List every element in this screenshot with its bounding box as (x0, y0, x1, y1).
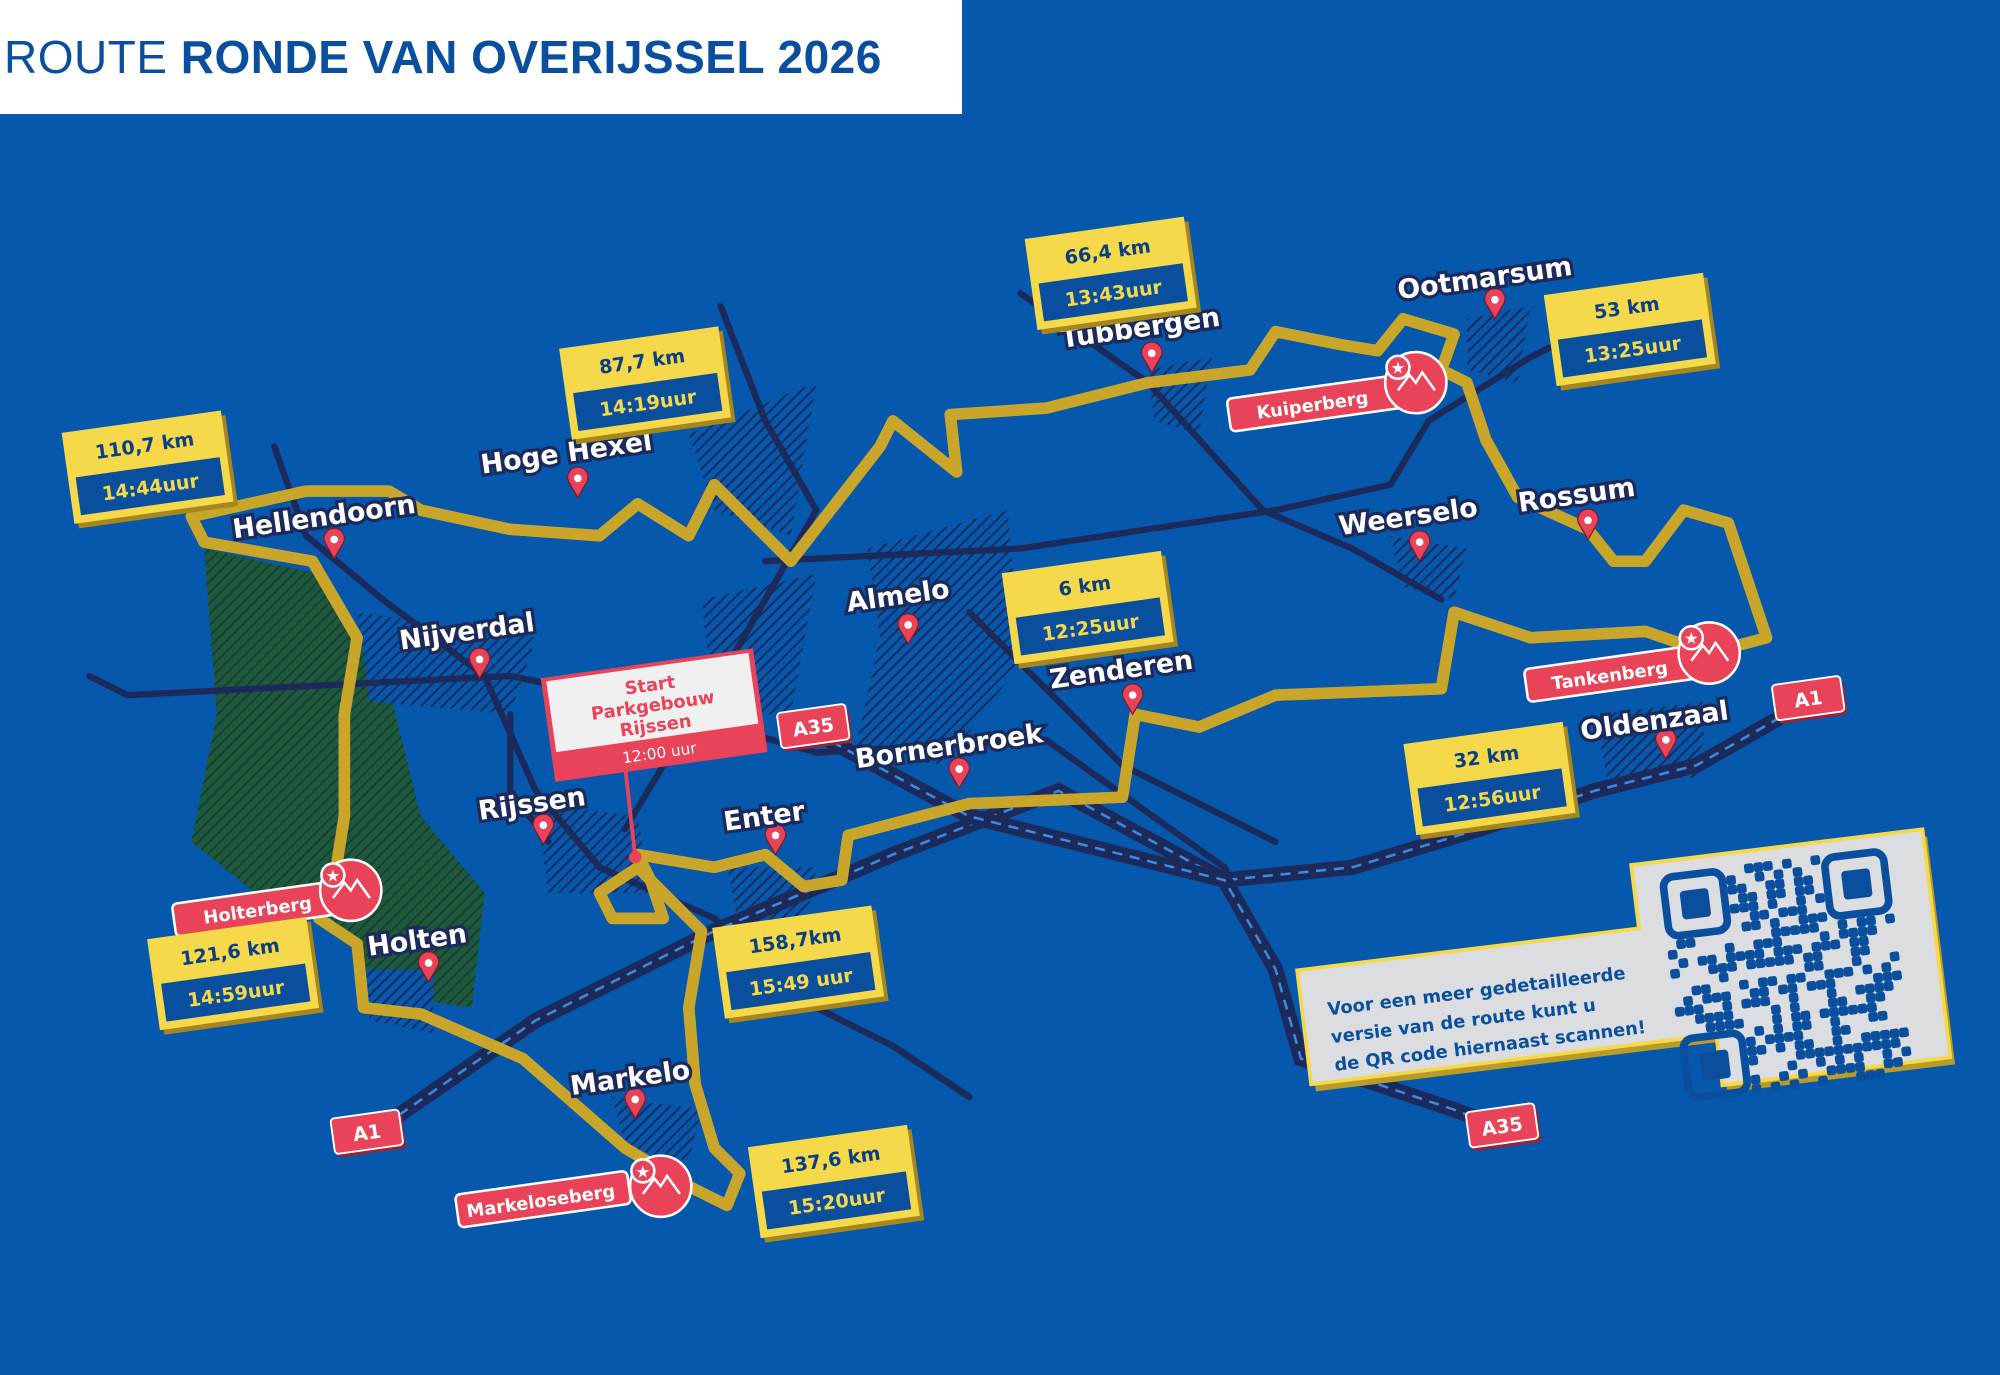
highways (362, 706, 1794, 1143)
star-icon (320, 862, 346, 888)
map-pin-icon (1140, 341, 1163, 374)
place-label-rossum: Rossum (1516, 472, 1637, 519)
map-pin-icon (897, 613, 919, 646)
start-sign: Start Parkgebouw Rijssen 12:00 uur (540, 648, 768, 864)
title-main: RONDE VAN OVERIJSSEL 2026 (180, 31, 882, 83)
svg-text:★: ★ (325, 866, 340, 885)
highway-sign-a1: A1 (1771, 675, 1848, 724)
route-line (185, 313, 1766, 1205)
title-prefix: ROUTE (4, 31, 168, 83)
map-pin-icon (624, 1087, 647, 1120)
map-pin-icon (764, 823, 787, 856)
climb-holterberg: Holterberg★ (171, 858, 383, 938)
map-pin-icon (1121, 683, 1144, 716)
highway-sign-a35: A35 (776, 703, 853, 752)
svg-text:★: ★ (1684, 629, 1699, 648)
map-pin-icon (1408, 530, 1431, 563)
map-pin-icon (532, 813, 555, 846)
highway-label: A1 (1793, 686, 1824, 713)
star-icon (1385, 354, 1411, 381)
svg-text:★: ★ (635, 1162, 650, 1181)
highway-sign-a35: A35 (1464, 1102, 1542, 1151)
climb-markeloseberg: Markeloseberg★ (454, 1154, 693, 1229)
map-pin-icon (1577, 508, 1599, 541)
highway-label: A1 (351, 1120, 382, 1147)
highway-label: A35 (791, 713, 835, 742)
star-icon (1678, 625, 1705, 651)
highway-sign-a1: A1 (329, 1108, 406, 1158)
location-markers (323, 287, 1677, 1120)
climb-labels: Kuiperberg★Tankenberg★Holterberg★Markelo… (171, 350, 1742, 1229)
map-pin-icon (1484, 287, 1506, 321)
highway-label: A35 (1480, 1112, 1524, 1141)
map-pin-icon (948, 757, 971, 790)
map-pin-icon (417, 951, 440, 984)
map-pin-icon (1654, 727, 1677, 761)
map-pin-icon (468, 647, 491, 680)
place-label-enter: Enter (722, 796, 808, 838)
map-pin-icon (323, 527, 346, 560)
title-bar: ROUTE RONDE VAN OVERIJSSEL 2026 (0, 0, 962, 114)
svg-text:★: ★ (1391, 359, 1406, 378)
place-label-weerselo: Weerselo (1337, 492, 1480, 542)
climb-kuiperberg: Kuiperberg★ (1225, 350, 1448, 433)
page-title: ROUTE RONDE VAN OVERIJSSEL 2026 (4, 30, 882, 84)
map-pin-icon (566, 466, 589, 499)
star-icon (630, 1158, 656, 1184)
qr-panel: Voor een meer gedetailleerde versie van … (1295, 827, 1956, 1103)
qr-code[interactable] (1658, 847, 1914, 1103)
